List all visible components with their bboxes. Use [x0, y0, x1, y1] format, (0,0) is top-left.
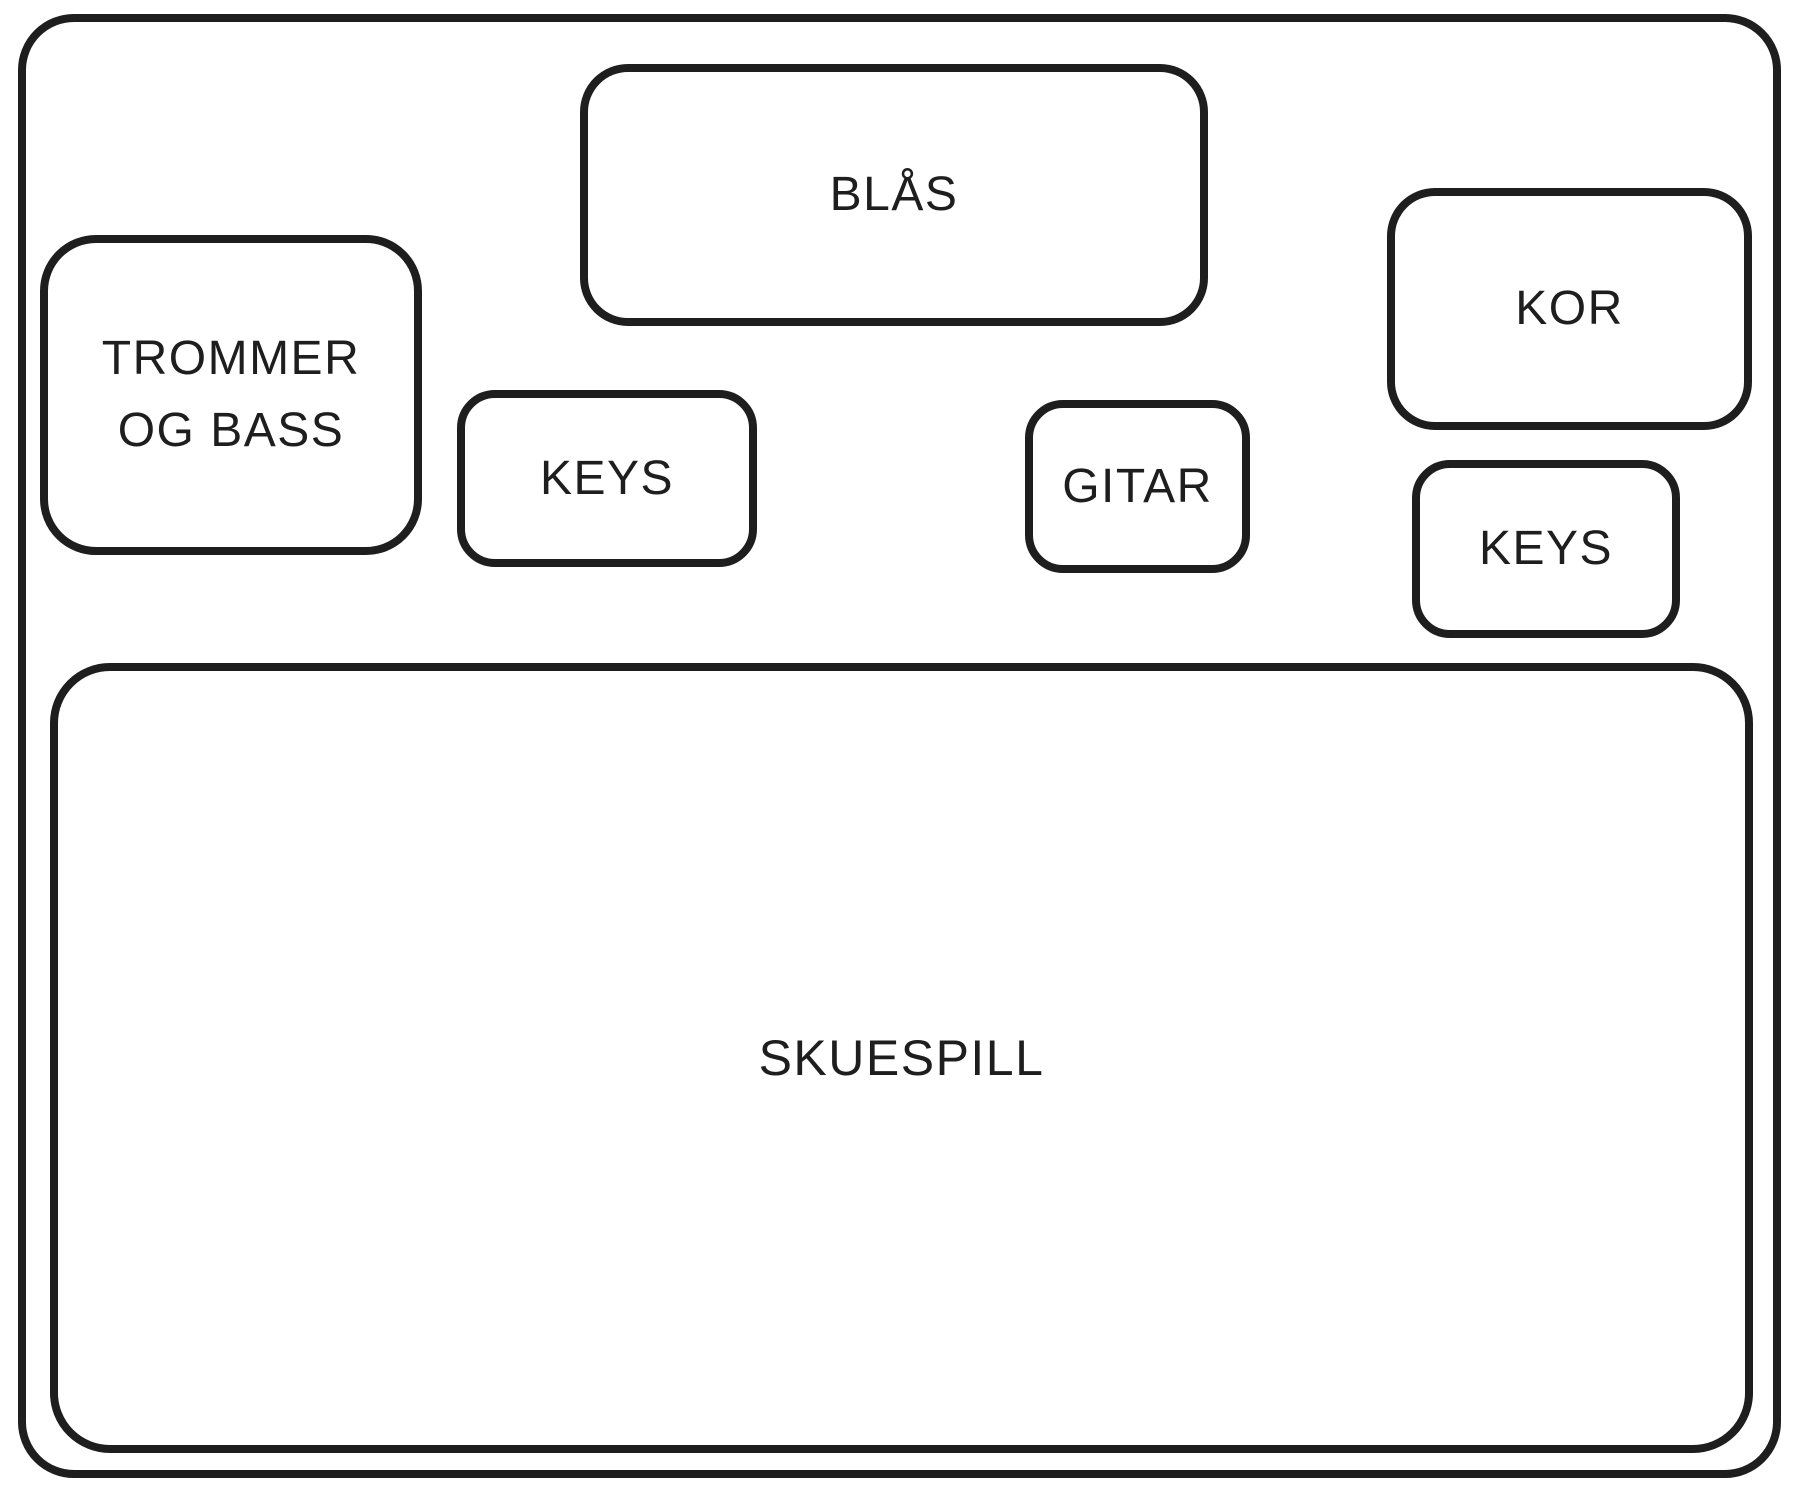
zone-skuespill: SKUESPILL	[50, 663, 1753, 1453]
zone-blas-label: BLÅS	[829, 168, 959, 221]
zone-gitar: GITAR	[1025, 400, 1250, 573]
zone-kor-label: KOR	[1515, 282, 1624, 335]
zone-kor: KOR	[1387, 188, 1752, 430]
zone-trommer-og-bass-label: TROMMER OG BASS	[101, 332, 361, 457]
zone-keys-left: KEYS	[457, 390, 757, 567]
zone-keys-right-label: KEYS	[1478, 522, 1614, 575]
zone-keys-right: KEYS	[1412, 460, 1680, 638]
zone-skuespill-label: SKUESPILL	[758, 1029, 1045, 1086]
zone-gitar-label: GITAR	[1062, 459, 1213, 513]
zone-trommer-og-bass: TROMMER OG BASS	[40, 235, 422, 555]
zone-blas: BLÅS	[580, 64, 1208, 326]
zone-keys-left-label: KEYS	[539, 451, 675, 505]
